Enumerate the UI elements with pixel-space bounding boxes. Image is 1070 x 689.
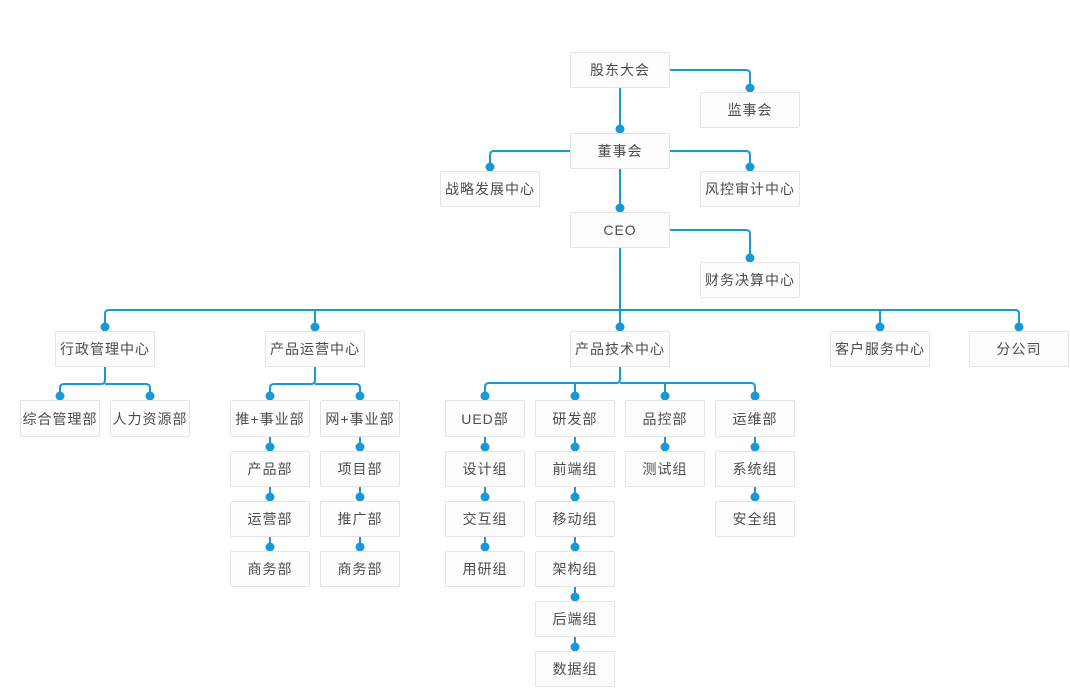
org-node-ops-dept: 运维部 xyxy=(715,400,795,437)
connector-line xyxy=(315,383,361,396)
org-node-backend-group: 后端组 xyxy=(535,601,615,637)
org-node-wang-plus-bu: 网+事业部 xyxy=(320,400,400,437)
connector-dot xyxy=(480,391,490,401)
org-node-frontend-group: 前端组 xyxy=(535,451,615,487)
org-node-operation-dept: 运营部 xyxy=(230,501,310,537)
connector-dot xyxy=(310,322,320,332)
org-node-tui-plus-bu: 推+事业部 xyxy=(230,400,310,437)
org-node-ceo: CEO xyxy=(570,212,670,248)
connector-dot xyxy=(265,442,275,452)
org-node-system-group: 系统组 xyxy=(715,451,795,487)
connector-dot xyxy=(265,391,275,401)
org-node-strategy-development-center: 战略发展中心 xyxy=(440,171,540,207)
connector-dot xyxy=(660,442,670,452)
org-node-finance-settlement-center: 财务决算中心 xyxy=(700,262,800,298)
connector-dot xyxy=(750,442,760,452)
org-node-product-dept: 产品部 xyxy=(230,451,310,487)
connector-dot xyxy=(1014,322,1024,332)
connector-dot xyxy=(485,162,495,172)
org-node-data-group: 数据组 xyxy=(535,651,615,687)
org-node-business-dept-1: 商务部 xyxy=(230,551,310,587)
connector-dot xyxy=(570,592,580,602)
connector-dot xyxy=(145,391,155,401)
connector-dot xyxy=(660,391,670,401)
connector-dot xyxy=(750,492,760,502)
org-node-design-group: 设计组 xyxy=(445,451,525,487)
connector-dot xyxy=(265,492,275,502)
org-node-risk-audit-center: 风控审计中心 xyxy=(700,171,800,207)
org-node-user-research-group: 用研组 xyxy=(445,551,525,587)
org-node-security-group: 安全组 xyxy=(715,501,795,537)
connector-line xyxy=(269,367,316,396)
connector-dot xyxy=(355,542,365,552)
connector-line xyxy=(620,309,1020,327)
org-node-ued-dept: UED部 xyxy=(445,400,525,437)
org-node-branch-company: 分公司 xyxy=(969,331,1069,367)
connector-dot xyxy=(355,442,365,452)
org-node-rnd-dept: 研发部 xyxy=(535,400,615,437)
connector-dot xyxy=(615,124,625,134)
connector-dot xyxy=(265,542,275,552)
connector-dot xyxy=(570,442,580,452)
connector-dot xyxy=(480,492,490,502)
connector-dot xyxy=(55,391,65,401)
connector-line xyxy=(484,367,621,396)
connector-dot xyxy=(570,391,580,401)
connector-dot xyxy=(480,442,490,452)
connector-line xyxy=(670,69,751,88)
connector-dot xyxy=(615,203,625,213)
connector-dot xyxy=(570,642,580,652)
connector-dot xyxy=(745,253,755,263)
connector-line xyxy=(670,150,751,167)
org-node-architecture-group: 架构组 xyxy=(535,551,615,587)
connector-dot xyxy=(570,542,580,552)
org-node-interaction-group: 交互组 xyxy=(445,501,525,537)
org-node-test-group: 测试组 xyxy=(625,451,705,487)
connector-dot xyxy=(100,322,110,332)
org-node-supervisory-board: 监事会 xyxy=(700,92,800,128)
org-node-qc-dept: 品控部 xyxy=(625,400,705,437)
org-node-board-of-directors: 董事会 xyxy=(570,133,670,169)
connector-dot xyxy=(570,492,580,502)
org-node-admin-management-center: 行政管理中心 xyxy=(55,331,155,367)
connector-dot xyxy=(615,322,625,332)
org-node-project-dept: 项目部 xyxy=(320,451,400,487)
connector-line xyxy=(104,309,620,327)
org-node-product-tech-center: 产品技术中心 xyxy=(570,331,670,367)
org-node-promotion-dept: 推广部 xyxy=(320,501,400,537)
connector-line xyxy=(620,382,756,396)
org-node-mobile-group: 移动组 xyxy=(535,501,615,537)
connector-line xyxy=(105,383,151,396)
connector-line xyxy=(59,367,106,396)
connector-line xyxy=(489,150,570,167)
org-node-business-dept-2: 商务部 xyxy=(320,551,400,587)
connector-dot xyxy=(745,162,755,172)
org-node-customer-service-center: 客户服务中心 xyxy=(830,331,930,367)
org-node-shareholders-meeting: 股东大会 xyxy=(570,52,670,88)
connector-line xyxy=(670,229,751,258)
org-node-general-management-dept: 综合管理部 xyxy=(20,400,100,437)
connector-dot xyxy=(355,492,365,502)
org-node-product-operation-center: 产品运营中心 xyxy=(265,331,365,367)
org-node-hr-dept: 人力资源部 xyxy=(110,400,190,437)
connector-dot xyxy=(480,542,490,552)
connector-dot xyxy=(355,391,365,401)
connector-dot xyxy=(750,391,760,401)
connector-dot xyxy=(875,322,885,332)
connector-dot xyxy=(745,83,755,93)
